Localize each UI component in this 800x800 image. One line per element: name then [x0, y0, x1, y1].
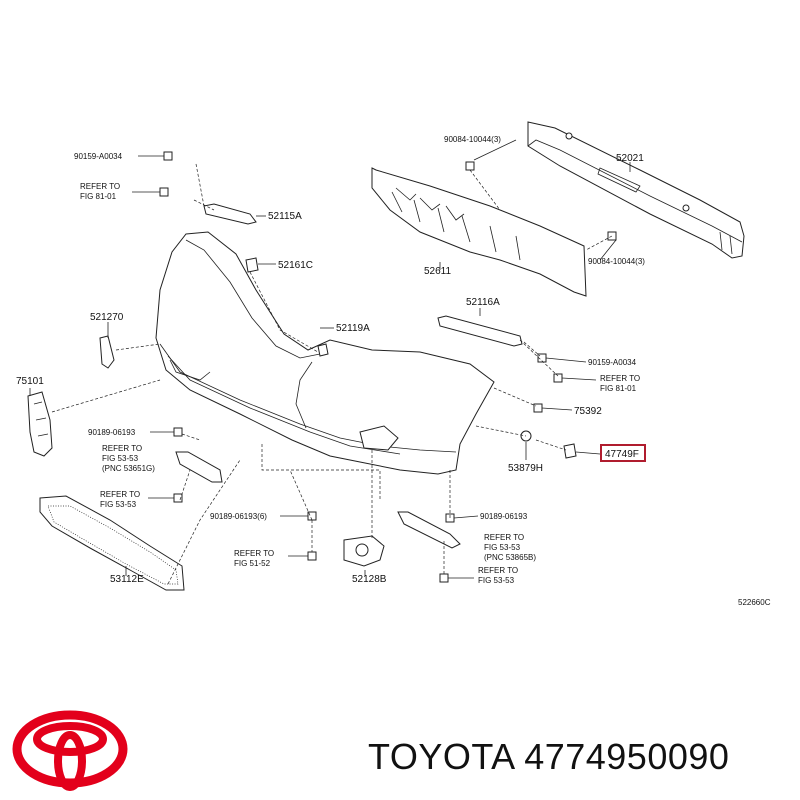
toyota-logo-icon [12, 710, 128, 791]
callout-fig-81-01-e: FIG 81-01 [600, 384, 637, 393]
side-bracket-521270 [99, 335, 115, 369]
callout-90084-10044-3-top: 90084-10044(3) [444, 135, 501, 144]
callout-pnc-53651G: (PNC 53651G) [102, 464, 155, 473]
callout-labels: 90159-A0034 REFER TO FIG 81-01 52115A 52… [16, 135, 771, 607]
callout-90189-06193-right: 90189-06193 [480, 512, 528, 521]
callout-53879H: 53879H [508, 463, 543, 474]
callout-refer-to-d: REFER TO [234, 549, 274, 558]
callout-pnc-53865B: (PNC 53865B) [484, 553, 536, 562]
upper-bracket-52115A [203, 203, 257, 225]
callout-fig-53-53-b: FIG 53-53 [102, 454, 139, 463]
diagram-reference-number: 522660C [738, 598, 771, 607]
callout-53112E: 53112E [110, 574, 144, 585]
callout-fig-53-53-g: FIG 53-53 [478, 576, 515, 585]
callout-52115A: 52115A [268, 211, 302, 222]
support-bracket-52116A [437, 315, 523, 347]
lower-support-right [397, 511, 461, 549]
callout-refer-to-a: REFER TO [80, 182, 120, 191]
callout-75101: 75101 [16, 376, 44, 387]
callout-fig-53-53-f: FIG 53-53 [484, 543, 521, 552]
fastener-group [159, 151, 617, 583]
front-grille-part [39, 495, 185, 591]
callout-fig-51-52: FIG 51-52 [234, 559, 271, 568]
callout-fig-81-01-a: FIG 81-01 [80, 192, 117, 201]
highlight-part-number: 47749F [605, 449, 639, 460]
callout-52119A: 52119A [336, 323, 370, 334]
bumper-reinforcement-part [527, 121, 745, 259]
fog-lamp-cover-part [343, 535, 385, 567]
highlight-box [600, 444, 646, 462]
callout-refer-to-g: REFER TO [478, 566, 518, 575]
highlighted-part-callout[interactable]: 47749F [600, 444, 646, 462]
callout-refer-to-f: REFER TO [484, 533, 524, 542]
brand-part-number: TOYOTA 4774950090 [368, 736, 730, 777]
callout-52128B: 52128B [352, 574, 387, 585]
callout-52161C: 52161C [278, 260, 313, 271]
callout-fig-53-53-c: FIG 53-53 [100, 500, 137, 509]
callout-refer-to-c: REFER TO [100, 490, 140, 499]
callout-90159-A0034-left: 90159-A0034 [74, 152, 123, 161]
callout-90159-A0034-right: 90159-A0034 [588, 358, 637, 367]
callout-52021: 52021 [616, 153, 644, 164]
reference-lines [51, 163, 613, 585]
callout-refer-to-e: REFER TO [600, 374, 640, 383]
callout-52116A: 52116A [466, 297, 500, 308]
callout-90084-10044-3-bottom: 90084-10044(3) [588, 257, 645, 266]
callout-75392: 75392 [574, 406, 602, 417]
callout-refer-to-b: REFER TO [102, 444, 142, 453]
callout-90189-06193-6: 90189-06193(6) [210, 512, 267, 521]
license-plate-bracket-part [27, 391, 53, 457]
callout-90189-06193-left: 90189-06193 [88, 428, 136, 437]
callout-52611: 52611 [424, 266, 452, 277]
lower-support-left [175, 451, 223, 483]
callout-521270: 521270 [90, 312, 124, 323]
energy-absorber-part [371, 167, 587, 297]
leader-lines [29, 139, 631, 579]
